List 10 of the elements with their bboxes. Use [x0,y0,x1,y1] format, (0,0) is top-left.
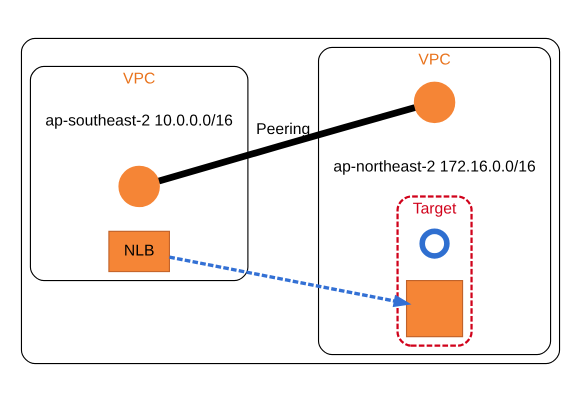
node-box: NLB [108,230,170,272]
node-box [406,280,464,337]
connector [158,104,416,184]
node-circle [118,165,160,207]
node-circle [414,81,456,123]
arrow [169,254,412,307]
cluster [20,37,560,364]
cluster: Target [396,194,473,346]
edge-label: Peering [256,120,310,138]
node-circle [419,228,450,258]
